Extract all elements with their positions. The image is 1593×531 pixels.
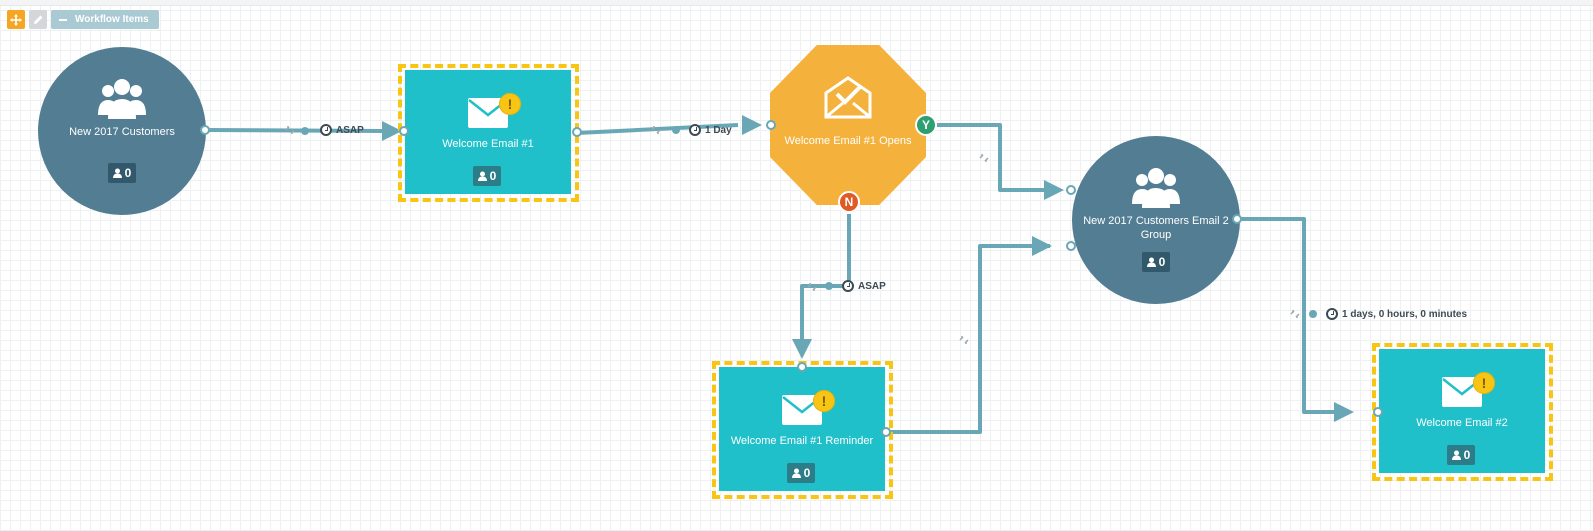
unlink-icon[interactable] [806,281,818,293]
node-title: Welcome Email #1 Opens [784,135,912,147]
contact-count-badge: 0 [108,163,136,183]
contact-count-badge: 0 [473,166,501,186]
users-icon [1132,168,1180,208]
workflow-items-button[interactable]: Workflow Items [51,10,159,29]
delay-label-asap[interactable]: ASAP [320,124,364,136]
connector-group-to-email2 [1237,217,1350,414]
delay-label-1-days[interactable]: 1 days, 0 hours, 0 minutes [1326,308,1467,320]
email-node-welcome-email-1-reminder[interactable]: ! Welcome Email #1 Reminder 0 [719,367,885,491]
input-port[interactable] [399,126,409,136]
connector-reminder-to-group [888,244,1050,434]
output-port[interactable] [881,427,891,437]
email-node-welcome-email-2[interactable]: ! Welcome Email #2 0 [1379,349,1545,473]
canvas-toolbar: Workflow Items [7,10,159,29]
branch-no-badge[interactable]: N [838,191,860,213]
user-icon [477,171,487,181]
clock-icon [1326,308,1338,320]
node-title: New 2017 Customers Email 2 Group [1083,215,1229,241]
connector-dot[interactable] [301,127,309,135]
arrowhead [1044,180,1064,200]
node-title: New 2017 Customers [69,126,175,138]
connector-dot[interactable] [672,126,680,134]
node-title: Welcome Email #1 Reminder [730,435,874,447]
clock-icon [320,124,332,136]
users-icon [98,79,146,119]
envelope-open-check-icon [824,76,872,119]
delay-label-asap-reminder[interactable]: ASAP [842,280,886,292]
branch-yes-badge[interactable]: Y [915,114,937,136]
arrowhead [742,115,762,135]
user-icon [1451,450,1461,460]
input-port[interactable] [1373,407,1383,417]
arrowhead [1032,236,1052,256]
arrowhead [1334,402,1354,422]
warning-icon[interactable]: ! [1473,372,1495,394]
condition-node-welcome-email-1-opens[interactable]: Welcome Email #1 Opens [770,45,926,205]
contact-count-badge: 0 [1142,252,1170,272]
warning-icon[interactable]: ! [499,93,521,115]
input-port[interactable] [766,120,776,130]
connector-dot[interactable] [825,282,833,290]
workflow-items-label: Workflow Items [75,14,149,25]
connector-dot[interactable] [1309,310,1317,318]
output-port[interactable] [1232,214,1242,224]
user-icon [112,168,122,178]
contact-count-badge: 0 [787,463,815,483]
clock-icon [842,280,854,292]
user-icon [1146,257,1156,267]
pencil-icon[interactable] [29,10,47,29]
connector-customers-to-email1 [204,128,391,133]
arrowhead [792,339,812,359]
unlink-icon[interactable] [978,152,990,164]
group-node-new-2017-customers-email-2-group[interactable]: New 2017 Customers Email 2 Group 0 [1072,136,1240,304]
email-node-welcome-email-1[interactable]: ! Welcome Email #1 0 [405,70,571,194]
clock-icon [689,124,701,136]
top-bar [0,0,1593,6]
unlink-icon[interactable] [650,124,662,136]
minus-icon [59,18,67,21]
output-port[interactable] [200,125,210,135]
warning-icon[interactable]: ! [813,390,835,412]
unlink-icon[interactable] [284,124,296,136]
unlink-icon[interactable] [958,334,970,346]
output-port[interactable] [572,127,582,137]
unlink-icon[interactable] [1289,308,1301,320]
contact-count-badge: 0 [1447,445,1475,465]
input-port[interactable] [1066,185,1076,195]
arrowhead [382,121,402,141]
group-node-new-2017-customers[interactable]: New 2017 Customers 0 [38,47,206,215]
connector-email1-to-opens [576,123,739,135]
user-icon [791,468,801,478]
input-port[interactable] [797,362,807,372]
connector-opens-yes-to-group [926,123,1050,192]
node-title: Welcome Email #1 [442,138,534,150]
node-title: Welcome Email #2 [1416,417,1508,429]
move-icon[interactable] [7,10,25,29]
delay-label-1-day[interactable]: 1 Day [689,124,732,136]
input-port[interactable] [1066,241,1076,251]
